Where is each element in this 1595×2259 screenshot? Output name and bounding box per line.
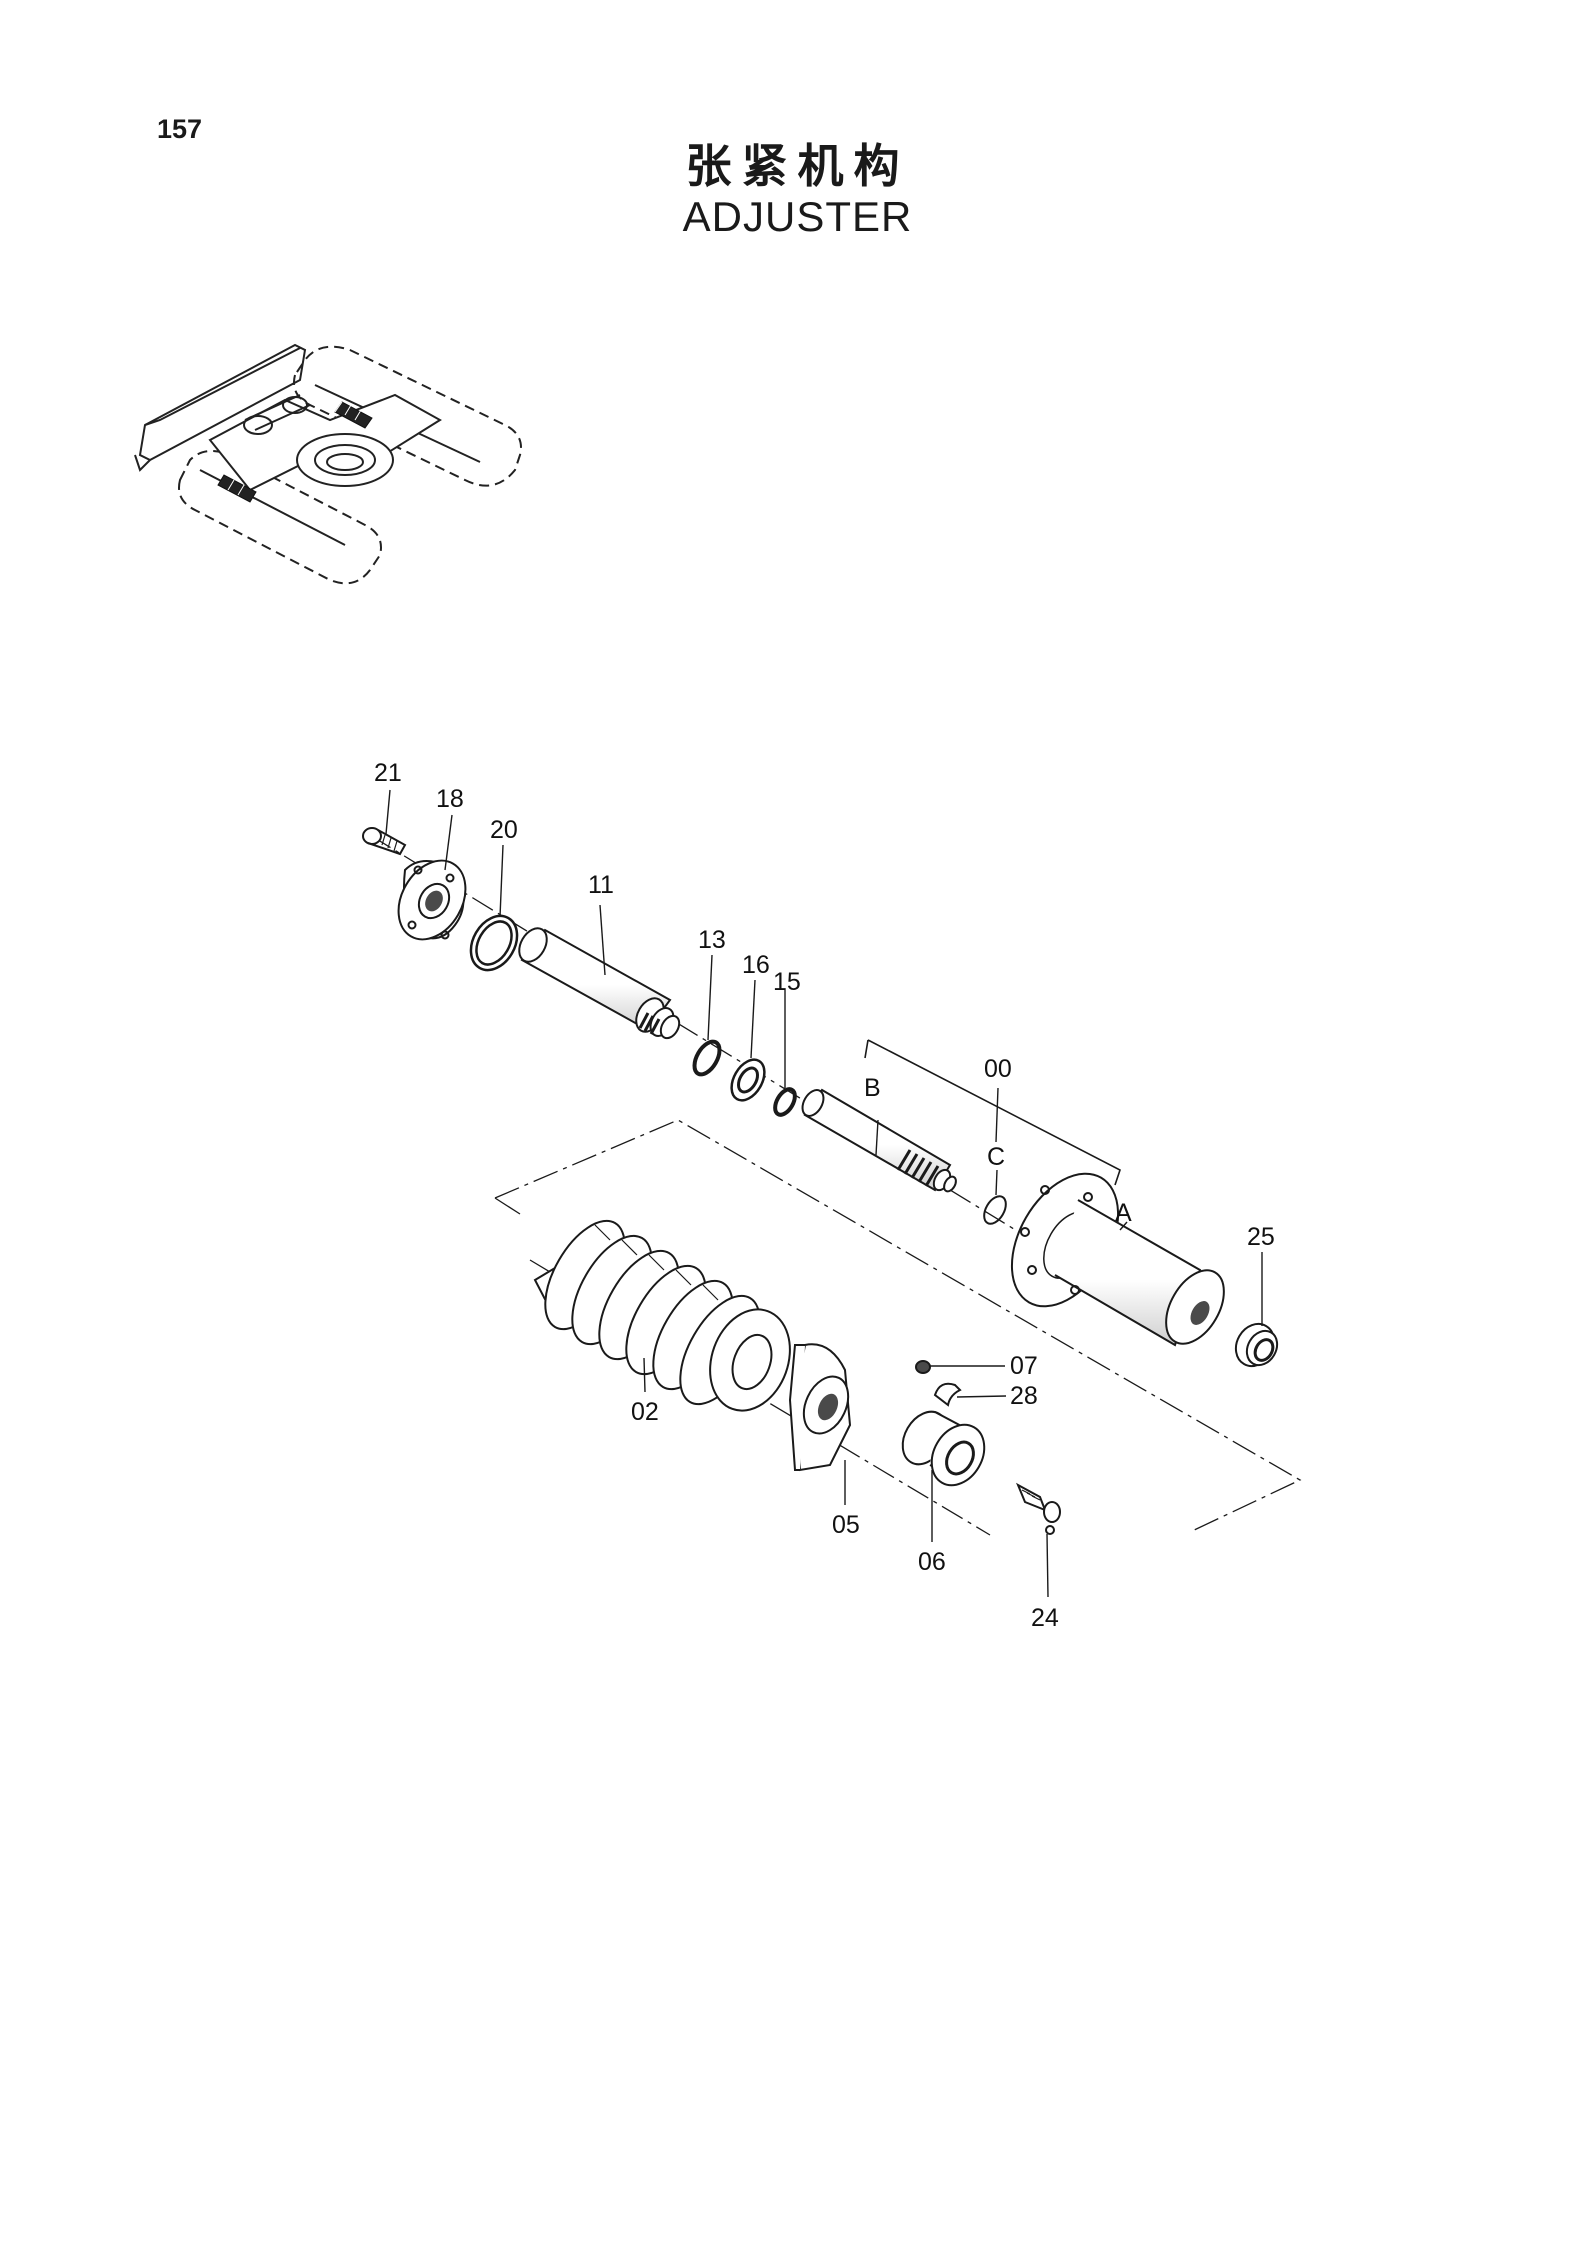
callout-C: C [987,1143,1005,1171]
part-16-bushing [730,1058,766,1102]
callout-20: 20 [490,816,518,844]
part-24-fitting [1016,1482,1061,1535]
part-20-seal [469,914,519,972]
part-11-rod [518,927,681,1040]
title-english: ADJUSTER [682,193,913,240]
callout-A: A [1115,1199,1132,1227]
part-15-ring [773,1087,797,1117]
callout-21: 21 [374,759,402,787]
callout-25: 25 [1247,1223,1275,1251]
callout-24: 24 [1031,1604,1059,1632]
part-18-flange [397,859,467,941]
exploded-view [362,789,1302,1598]
callout-28: 28 [1010,1382,1038,1410]
part-05-bracket [788,1343,852,1472]
callout-06: 06 [918,1548,946,1576]
part-21-bolt [362,827,407,856]
part-28-key [933,1382,962,1407]
callout-13: 13 [698,926,726,954]
callout-labels: 21 18 20 11 13 16 15 B 00 C A 25 07 28 0… [374,759,1275,1632]
part-13-snap-ring [692,1039,722,1077]
locator-thumbnail [134,343,522,585]
callout-15: 15 [773,968,801,996]
callout-18: 18 [436,785,464,813]
part-C-oring [983,1195,1007,1225]
callout-B: B [864,1074,881,1102]
title-chinese: 张紧机构 [685,139,910,193]
callout-16: 16 [742,951,770,979]
part-25-bushing [1234,1322,1279,1368]
part-06-collar [901,1410,986,1487]
part-B-piston [801,1088,957,1193]
callout-11: 11 [588,871,614,899]
page-number: 157 [157,114,203,144]
callout-05: 05 [832,1511,860,1539]
callout-00: 00 [984,1055,1012,1083]
callout-07: 07 [1010,1352,1038,1380]
part-02-spring [533,1219,791,1412]
part-A-cylinder [1010,1172,1225,1365]
callout-02: 02 [631,1398,659,1426]
part-07-nut [915,1360,931,1374]
